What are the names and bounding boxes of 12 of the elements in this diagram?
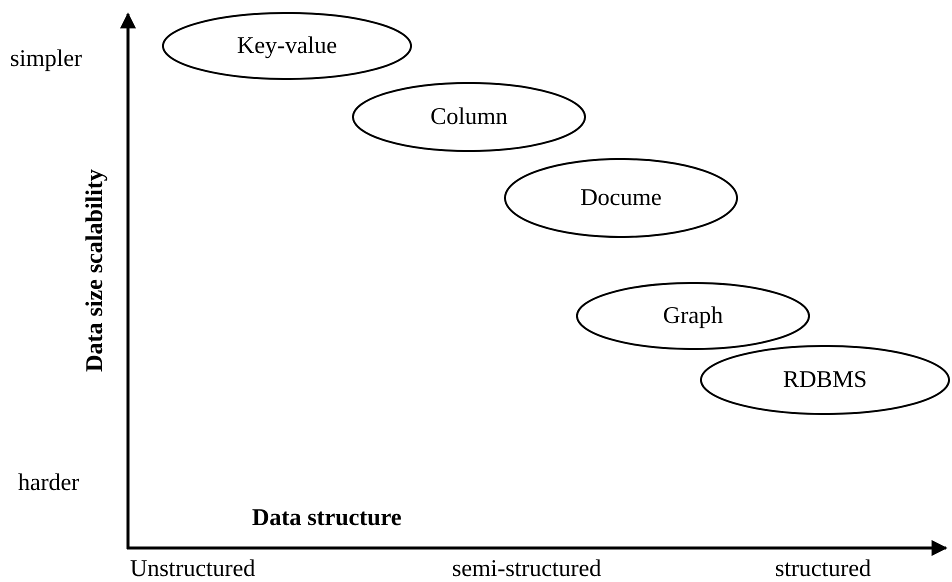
ellipse-label: Docume	[580, 184, 662, 212]
axis-end-label: simpler	[10, 46, 82, 73]
ellipse-label: RDBMS	[782, 366, 868, 394]
axis-tick-label: semi-structured	[452, 556, 602, 582]
axis-title: Data structure	[252, 505, 402, 532]
axis-title: Data size scalability	[81, 168, 108, 372]
axis-end-label: harder	[18, 470, 80, 497]
ellipse-label: Column	[430, 104, 508, 130]
ellipse-label: Key-value	[237, 32, 337, 60]
axis-tick-label: structured	[775, 556, 871, 582]
axis-tick-label: Unstructured	[130, 556, 256, 582]
ellipse-label: Graph	[663, 302, 723, 330]
